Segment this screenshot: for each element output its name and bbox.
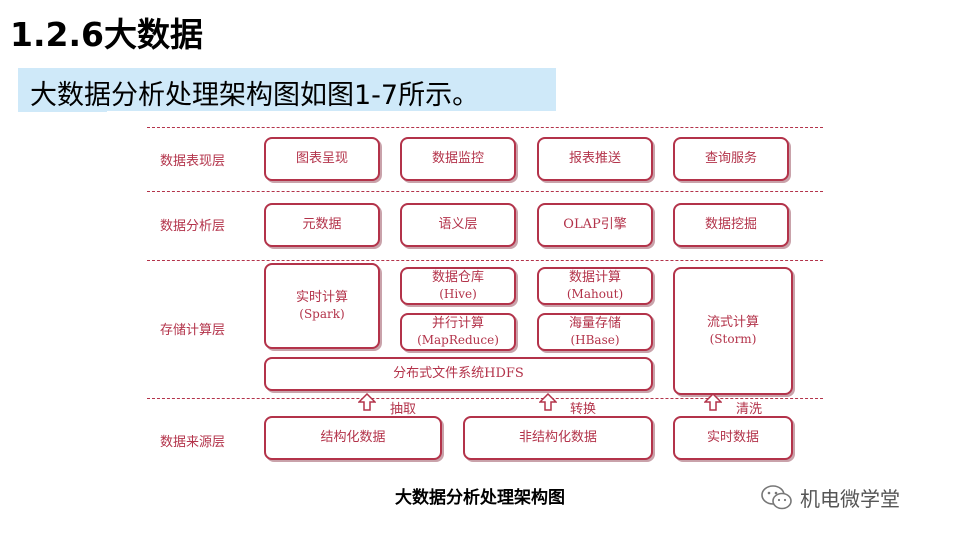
separator-line	[147, 398, 823, 399]
arrow-up-icon	[358, 393, 376, 411]
box-data-warehouse: 数据仓库 (Hive)	[400, 267, 516, 305]
diagram-caption: 大数据分析处理架构图	[395, 488, 565, 508]
box-hdfs: 分布式文件系统HDFS	[264, 357, 653, 391]
watermark-text: 机电微学堂	[800, 487, 900, 511]
layer-label-presentation: 数据表现层	[160, 154, 226, 169]
layer-label-storage: 存储计算层	[160, 323, 226, 338]
separator-line	[147, 260, 823, 261]
box-data-mining: 数据挖掘	[673, 203, 789, 247]
box-semantic-layer: 语义层	[400, 203, 516, 247]
layer-label-analysis: 数据分析层	[160, 219, 226, 234]
box-unstructured-data: 非结构化数据	[463, 416, 653, 460]
slide-subtitle: 大数据分析处理架构图如图1-7所示。	[30, 80, 480, 111]
box-olap-engine: OLAP引擎	[537, 203, 653, 247]
box-massive-storage: 海量存储 (HBase)	[537, 313, 653, 351]
box-data-calculation: 数据计算 (Mahout)	[537, 267, 653, 305]
layer-label-source: 数据来源层	[160, 435, 226, 450]
separator-line	[147, 191, 823, 192]
box-stream-compute: 流式计算 (Storm)	[673, 267, 793, 395]
box-metadata: 元数据	[264, 203, 380, 247]
box-report-push: 报表推送	[537, 137, 653, 181]
subtitle-highlight	[18, 68, 556, 112]
architecture-diagram: 数据表现层 数据分析层 存储计算层 数据来源层 图表呈现 数据监控 报表推送 查…	[107, 111, 854, 470]
slide-title: 1.2.6大数据	[10, 15, 203, 54]
box-realtime-data: 实时数据	[673, 416, 793, 460]
wechat-icon	[761, 484, 792, 509]
box-structured-data: 结构化数据	[264, 416, 442, 460]
box-query-service: 查询服务	[673, 137, 789, 181]
separator-line	[147, 127, 823, 128]
arrow-label-transform: 转换	[570, 402, 597, 417]
box-data-monitoring: 数据监控	[400, 137, 516, 181]
box-realtime-compute: 实时计算 (Spark)	[264, 263, 380, 349]
arrow-up-icon	[704, 393, 722, 411]
arrow-label-clean: 清洗	[736, 402, 763, 417]
watermark: 机电微学堂	[760, 483, 900, 512]
box-parallel-compute: 并行计算 (MapReduce)	[400, 313, 516, 351]
box-chart-display: 图表呈现	[264, 137, 380, 181]
arrow-label-extract: 抽取	[390, 402, 417, 417]
arrow-up-icon	[539, 393, 557, 411]
